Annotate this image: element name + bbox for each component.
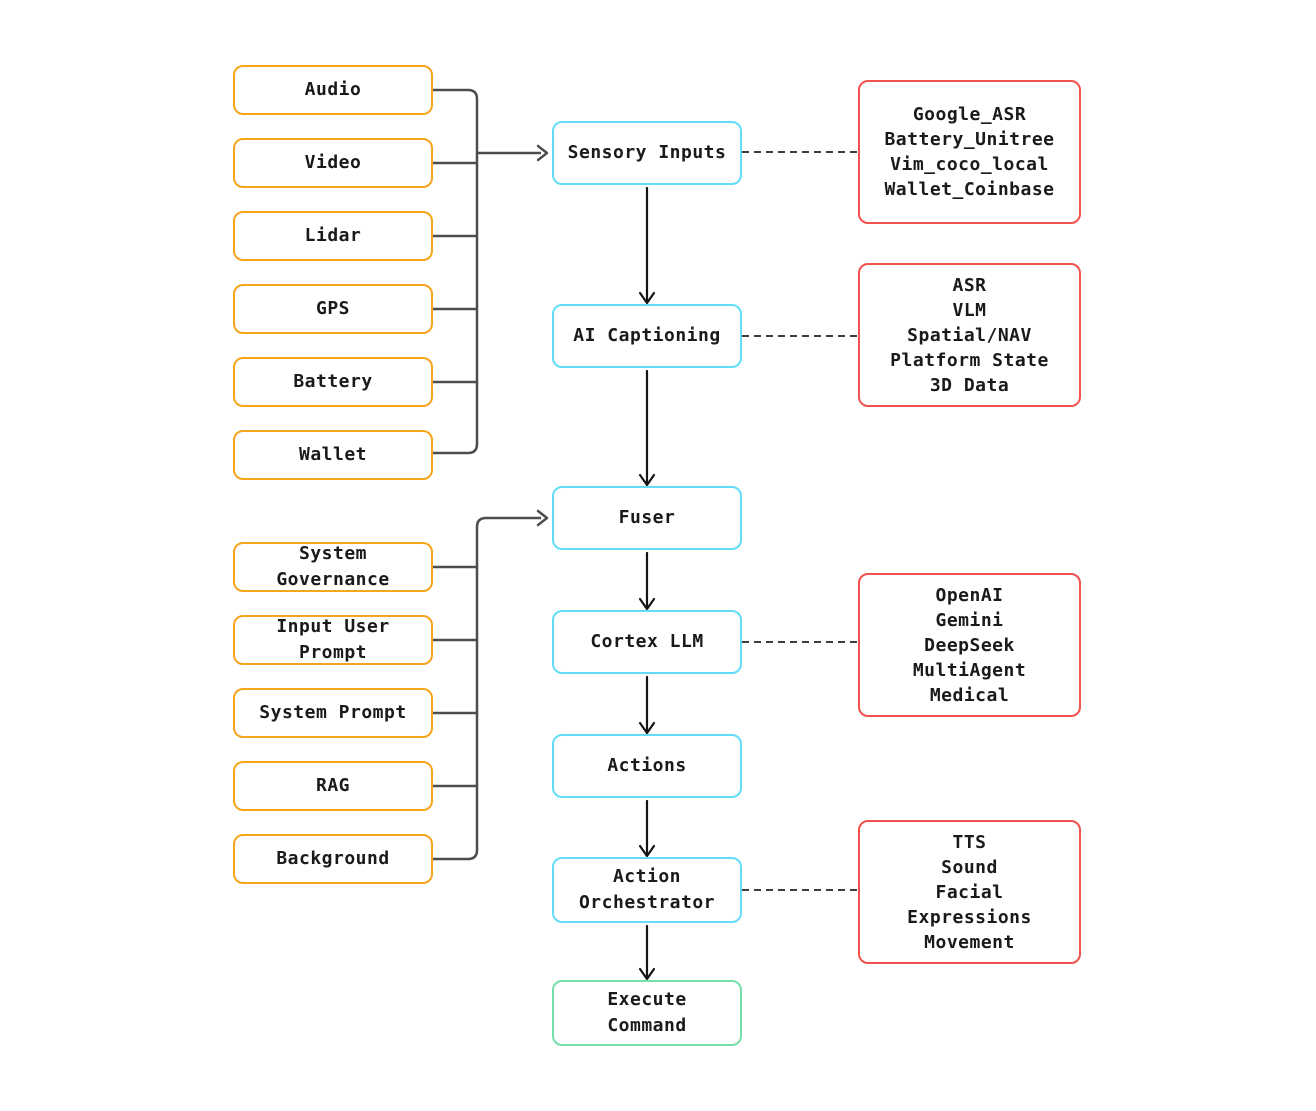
node-action-orchestrator: Action Orchestrator <box>552 857 742 923</box>
node-input-user-prompt: Input User Prompt <box>233 615 433 665</box>
node-fuser: Fuser <box>552 486 742 550</box>
node-sensory-inputs: Sensory Inputs <box>552 121 742 185</box>
node-actions: Actions <box>552 734 742 798</box>
panel-orchestrator-outputs: TTS Sound Facial Expressions Movement <box>858 820 1081 964</box>
node-video: Video <box>233 138 433 188</box>
node-rag: RAG <box>233 761 433 811</box>
node-wallet: Wallet <box>233 430 433 480</box>
panel-captioning-outputs: ASR VLM Spatial/NAV Platform State 3D Da… <box>858 263 1081 407</box>
node-system-governance: System Governance <box>233 542 433 592</box>
node-execute-command: Execute Command <box>552 980 742 1046</box>
node-system-prompt: System Prompt <box>233 688 433 738</box>
node-gps: GPS <box>233 284 433 334</box>
node-cortex-llm: Cortex LLM <box>552 610 742 674</box>
panel-sensory-providers: Google_ASR Battery_Unitree Vim_coco_loca… <box>858 80 1081 224</box>
node-battery: Battery <box>233 357 433 407</box>
node-background: Background <box>233 834 433 884</box>
node-lidar: Lidar <box>233 211 433 261</box>
node-audio: Audio <box>233 65 433 115</box>
node-ai-captioning: AI Captioning <box>552 304 742 368</box>
panel-llm-providers: OpenAI Gemini DeepSeek MultiAgent Medica… <box>858 573 1081 717</box>
